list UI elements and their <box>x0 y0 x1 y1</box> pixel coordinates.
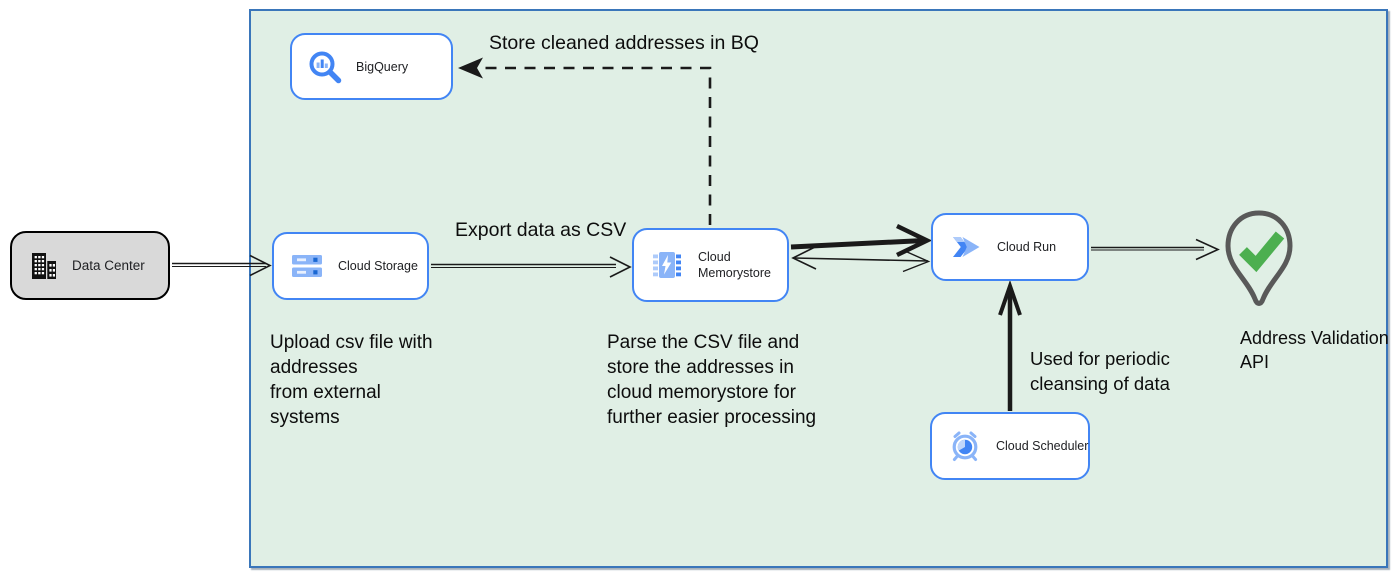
edge-run-to-validation <box>1091 238 1220 261</box>
node-label: Cloud Scheduler <box>996 439 1089 453</box>
node-label: Cloud Memorystore <box>698 249 771 280</box>
cloud-memorystore-icon <box>649 247 685 283</box>
location-pin-check-icon <box>1225 210 1293 306</box>
note-upload-csv: Upload csv file with addresses from exte… <box>270 332 433 428</box>
node-label: Cloud Run <box>997 240 1057 254</box>
edge-label-periodic-cleansing: Used for periodic cleansing of data <box>1030 348 1170 394</box>
node-label: Data Center <box>72 258 145 273</box>
edge-storage-to-memorystore <box>431 256 632 278</box>
edge-memorystore-to-bigquery <box>458 57 712 225</box>
node-label: Cloud Storage <box>338 259 418 273</box>
node-cloud-memorystore[interactable]: Cloud Memorystore <box>632 228 789 302</box>
node-bigquery[interactable]: BigQuery <box>290 33 453 100</box>
bigquery-icon <box>307 49 343 85</box>
address-validation-label: Address Validation API <box>1240 328 1389 372</box>
node-cloud-scheduler[interactable]: Cloud Scheduler <box>930 412 1090 480</box>
node-label: BigQuery <box>356 59 409 74</box>
data-center-icon <box>27 250 59 282</box>
edge-memorystore-to-run <box>790 223 933 258</box>
cloud-storage-icon <box>289 248 325 284</box>
edge-label-export-csv: Export data as CSV <box>455 219 627 241</box>
cloud-scheduler-icon <box>947 428 983 464</box>
node-cloud-run[interactable]: Cloud Run <box>931 213 1089 281</box>
node-cloud-storage[interactable]: Cloud Storage <box>272 232 429 300</box>
cloud-run-icon <box>948 229 984 265</box>
address-validation-pin[interactable] <box>1219 206 1299 331</box>
edge-scheduler-to-run <box>998 279 1022 411</box>
gcp-boundary-container[interactable] <box>249 9 1388 568</box>
edge-run-to-memorystore <box>791 246 931 273</box>
note-parse-csv: Parse the CSV file and store the address… <box>607 332 817 428</box>
edge-label-store-bq: Store cleaned addresses in BQ <box>489 32 759 54</box>
node-data-center[interactable]: Data Center <box>10 231 170 300</box>
edge-datacenter-to-storage <box>172 254 272 277</box>
